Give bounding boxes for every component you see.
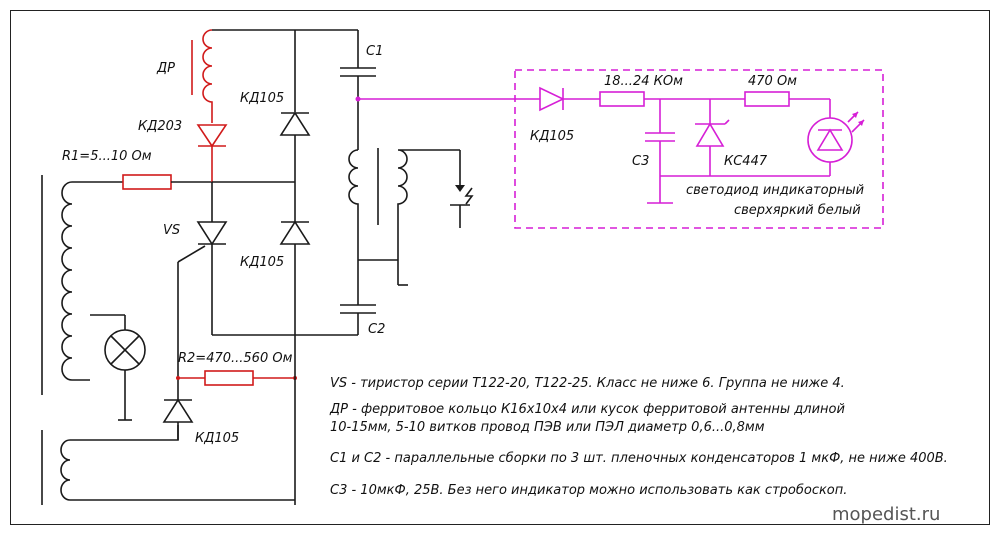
note-c1-c2: C1 и C2 - параллельные сборки по 3 шт. п…: [330, 451, 948, 466]
capacitor-c1: [340, 30, 376, 150]
watermark: mopedist.ru: [832, 504, 940, 525]
spark-plug: [450, 150, 474, 228]
note-dr-line1: ДР - ферритовое кольцо К16х10х4 или кусо…: [329, 402, 845, 417]
label-r2: R2=470...560 Ом: [178, 351, 293, 366]
choke-dr: [191, 29, 213, 123]
label-r-470: 470 Ом: [748, 74, 797, 89]
label-vs: VS: [163, 223, 180, 238]
label-dr: ДР: [156, 61, 175, 76]
label-kd105-top: КД105: [240, 91, 284, 106]
generator-coil-lower: [41, 425, 295, 505]
label-r1: R1=5...10 Ом: [62, 149, 152, 164]
note-vs: VS - тиристор серии Т122-20, Т122-25. Кл…: [330, 376, 845, 391]
capacitor-c2: [340, 260, 376, 335]
label-kd105-indicator: КД105: [530, 129, 574, 144]
label-r-18-24: 18...24 КОм: [604, 74, 683, 89]
thyristor-vs: [177, 182, 228, 400]
resistor-r2: [176, 370, 297, 386]
label-kd105-bottom: КД105: [195, 431, 239, 446]
generator-coil-upper: [41, 175, 90, 395]
bus-right: [279, 30, 311, 505]
resistor-r1: [85, 174, 212, 190]
label-c2: C2: [368, 322, 385, 337]
label-c3: C3: [632, 154, 649, 169]
note-dr-line2: 10-15мм, 5-10 витков провод ПЭВ или ПЭЛ …: [330, 420, 765, 435]
diode-kd203: [196, 124, 228, 182]
indicator-block: [355, 69, 884, 229]
lamp: [90, 314, 146, 421]
diode-kd105-gate: [162, 398, 194, 440]
label-kd105-mid: КД105: [240, 255, 284, 270]
note-c3: C3 - 10мкФ, 25В. Без него индикатор можн…: [330, 483, 847, 498]
label-led-line1: светодиод индикаторный: [686, 183, 864, 198]
diagram-frame: [10, 10, 990, 525]
ignition-coil: [348, 148, 460, 286]
label-kc447: КС447: [724, 154, 768, 169]
label-led-line2: сверхяркий белый: [734, 203, 861, 218]
label-c1: C1: [366, 44, 383, 59]
label-kd203: КД203: [138, 119, 182, 134]
